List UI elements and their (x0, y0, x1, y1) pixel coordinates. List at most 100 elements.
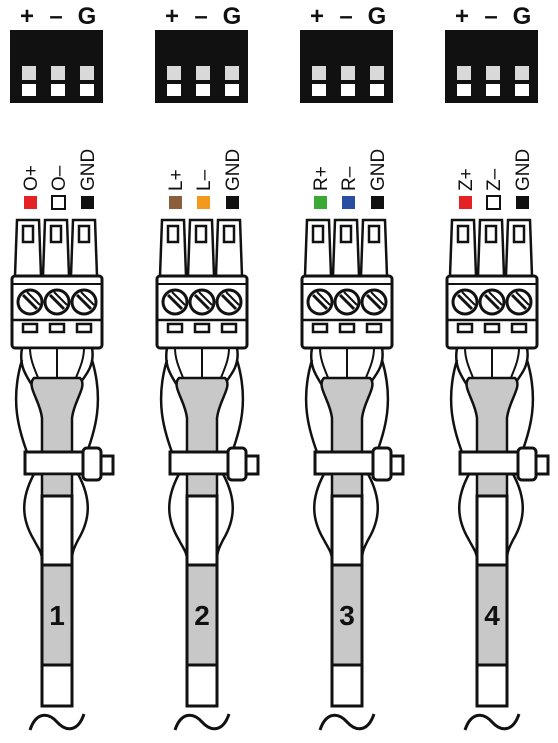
terminal-slot-upper (370, 66, 384, 80)
clamp-screw (516, 446, 538, 482)
wire-loop-left (14, 359, 32, 461)
terminal-header-label: – (339, 3, 352, 30)
wire-label: R+ (311, 166, 332, 191)
screw-slot-edge (370, 291, 385, 306)
terminal-slot-lower (457, 84, 471, 96)
terminal-slot-lower (370, 84, 384, 96)
screw-slot (48, 293, 66, 311)
cable-number: 3 (339, 600, 355, 631)
plug-pin-contact (512, 224, 526, 244)
wire-entry (483, 322, 501, 334)
terminal-slot-lower (22, 84, 36, 96)
clamp-screw-tip (244, 454, 260, 476)
cable-clamp (458, 450, 520, 476)
wire-label: Z+ (456, 168, 477, 191)
screw-slot (311, 293, 329, 311)
cable-label-sleeve (185, 563, 219, 667)
terminal-slot-upper (312, 66, 326, 80)
wire-color-swatch (516, 196, 529, 209)
shield-sleeve-lower (475, 472, 509, 498)
wire-label: GND (368, 149, 389, 191)
screw-slot-edge (26, 291, 41, 306)
terminal-slot-upper (341, 66, 355, 80)
plug-pin-contact (77, 224, 91, 244)
wire-color-swatch (459, 196, 472, 209)
screw-slot (166, 293, 184, 311)
cable-number: 4 (484, 600, 500, 631)
terminal-slot-lower (312, 84, 326, 96)
drain-wire-left (458, 473, 479, 561)
cable-clamp (168, 450, 230, 476)
terminal-header-label: – (484, 3, 497, 30)
cable-number: 1 (49, 600, 65, 631)
terminal-slot-upper (167, 66, 181, 80)
clamp-screw (226, 446, 248, 482)
terminal-slot-upper (486, 66, 500, 80)
cable-label-sleeve (475, 563, 509, 667)
cable-break-mark (28, 713, 86, 731)
cable-label-sleeve (40, 563, 74, 667)
wire-entry (166, 322, 184, 334)
clamp-screw-tip (389, 454, 405, 476)
wire-label: O– (49, 165, 70, 191)
screw-slot (338, 293, 356, 311)
terminal-header-label: G (513, 3, 532, 30)
wire-label: GND (78, 149, 99, 191)
drain-wire-right (505, 473, 524, 561)
wire-color-swatch (314, 196, 327, 209)
wire-loop-left (159, 359, 177, 461)
wire-label: R– (339, 166, 360, 191)
wire-entry (510, 322, 528, 334)
plug-pin-contact (484, 224, 498, 244)
screw-slot (75, 293, 93, 311)
screw-slot-edge (53, 291, 68, 306)
terminal-header-label: G (78, 3, 97, 30)
wire-color-swatch (197, 196, 210, 209)
terminal-slot-upper (515, 66, 529, 80)
plug-pin-contact (166, 224, 180, 244)
wire-entry (193, 322, 211, 334)
screw-slot-edge (225, 291, 240, 306)
cable-break-mark (463, 713, 521, 731)
screw-slot-edge (198, 291, 213, 306)
terminal-slot-lower (225, 84, 239, 96)
wire-label: GND (513, 149, 534, 191)
wire-entry (48, 322, 66, 334)
terminal-header-label: + (455, 3, 469, 30)
plug-pin-contact (194, 224, 208, 244)
terminal-slot-lower (341, 84, 355, 96)
screw-slot (456, 293, 474, 311)
terminal-slot-upper (22, 66, 36, 80)
screw-slot-edge (461, 291, 476, 306)
screw-slot-edge (316, 291, 331, 306)
terminal-slot-upper (225, 66, 239, 80)
wire-label: L+ (166, 169, 187, 191)
terminal-header-label: G (223, 3, 242, 30)
drain-wire-right (360, 473, 379, 561)
screw-slot-edge (343, 291, 358, 306)
wire-color-swatch (226, 196, 239, 209)
plug-pin-contact (339, 224, 353, 244)
terminal-slot-lower (80, 84, 94, 96)
terminal-slot-lower (196, 84, 210, 96)
screw-slot-edge (171, 291, 186, 306)
wire-label: O+ (21, 165, 42, 191)
shield-sleeve-lower (330, 472, 364, 498)
wire-entry (311, 322, 329, 334)
wire-color-swatch (24, 196, 37, 209)
wire-color-swatch (51, 195, 66, 210)
wire-entry (21, 322, 39, 334)
terminal-header-label: + (20, 3, 34, 30)
plug-pin-contact (456, 224, 470, 244)
terminal-slot-lower (515, 84, 529, 96)
terminal-header-label: – (194, 3, 207, 30)
drain-wire-right (70, 473, 89, 561)
cable-break-mark (173, 713, 231, 731)
terminal-slot-upper (51, 66, 65, 80)
wire-loop-left (449, 359, 467, 461)
cable-clamp (313, 450, 375, 476)
terminal-slot-lower (51, 84, 65, 96)
